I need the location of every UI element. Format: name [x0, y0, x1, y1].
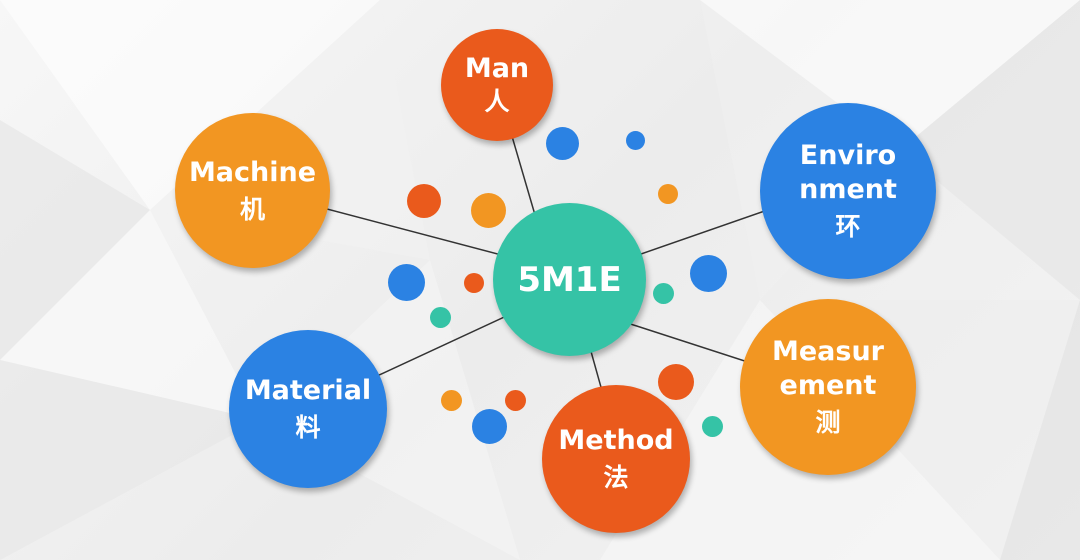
decor-dot: [388, 264, 425, 301]
decor-dot: [471, 193, 506, 228]
decor-dot: [464, 273, 484, 293]
decor-dot: [626, 131, 645, 150]
node-machine-label: Machine: [188, 156, 317, 188]
node-material-zh: 料: [295, 413, 321, 442]
node-machine: Machine 机: [175, 113, 330, 268]
node-environment-label-2: nment: [799, 174, 897, 205]
decor-dot: [658, 364, 694, 400]
node-material: Material 料: [229, 330, 387, 488]
decor-dot: [702, 416, 723, 437]
center-node-5m1e: 5M1E: [493, 203, 646, 356]
node-environment-label-1: Enviro: [799, 140, 897, 171]
node-method: Method 法: [542, 385, 690, 533]
node-measurement: Measur ement 测: [740, 299, 916, 475]
decor-dot: [407, 184, 441, 218]
decor-dot: [472, 409, 507, 444]
node-man-label: Man: [464, 53, 530, 84]
decor-dot: [441, 390, 462, 411]
node-machine-zh: 机: [239, 194, 265, 224]
node-material-label: Material: [244, 375, 372, 406]
decor-dot: [653, 283, 674, 304]
node-environment: Enviro nment 环: [760, 103, 936, 279]
decor-dot: [430, 307, 451, 328]
node-man: Man 人: [441, 29, 553, 141]
node-measurement-label-2: ement: [779, 370, 877, 401]
node-measurement-zh: 测: [815, 408, 841, 437]
decor-dot: [546, 127, 579, 160]
center-label: 5M1E: [517, 259, 622, 300]
node-method-zh: 法: [603, 463, 629, 492]
node-environment-zh: 环: [835, 212, 861, 241]
node-man-zh: 人: [484, 87, 510, 116]
node-method-label: Method: [558, 425, 674, 456]
decor-dot: [658, 184, 678, 204]
decor-dot: [505, 390, 526, 411]
decor-dot: [690, 255, 727, 292]
node-measurement-label-1: Measur: [771, 336, 884, 367]
